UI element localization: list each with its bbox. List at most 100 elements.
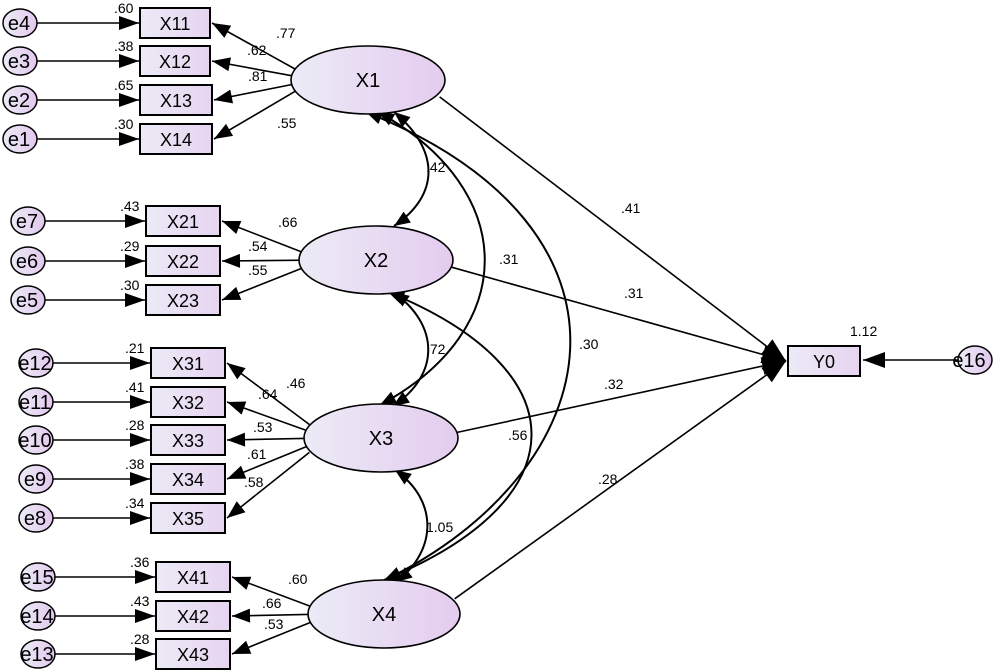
- indicator-box-x33: [150, 424, 226, 456]
- loading-label-x32: .64: [258, 386, 278, 402]
- loading-label-x11: .77: [276, 25, 296, 41]
- indicator-box-x31: [150, 347, 226, 379]
- error-node-e2: [2, 85, 38, 115]
- indicator-box-x32: [150, 386, 226, 418]
- path-arrow-x4-y0: [454, 360, 787, 600]
- latent-node-x1: [290, 45, 446, 115]
- loading-label-x14: .55: [277, 115, 297, 131]
- error-arrow-e2-head: [119, 93, 139, 107]
- indicator-label-x22: X22: [167, 252, 199, 272]
- indicator-r2-x14: .30: [114, 116, 134, 132]
- indicator-box-x22: [145, 245, 221, 277]
- loading-label-x42: .66: [262, 595, 282, 611]
- loading-label-x23: .55: [248, 262, 268, 278]
- outcome-r2-y0: 1.12: [850, 323, 877, 339]
- indicator-r2-x12: .38: [114, 38, 134, 54]
- error-node-e12: [18, 348, 54, 378]
- error-node-e4: [2, 8, 38, 38]
- indicator-r2-x31: .21: [125, 340, 145, 356]
- path-arrow-x1-y0: [439, 96, 787, 362]
- covariance-label-x1-x4: .30: [579, 336, 599, 352]
- indicator-box-x13: [139, 84, 213, 116]
- covariance-head-start-x1-x3: [378, 112, 396, 126]
- loading-arrow-x13-head: [214, 89, 234, 104]
- error-node-e6: [10, 246, 46, 276]
- covariance-arc-x2-x4: [383, 291, 533, 581]
- error-label-e13: e13: [20, 644, 53, 666]
- indicator-r2-x32: .41: [125, 379, 145, 395]
- outcome-label-y0: Y0: [813, 352, 835, 372]
- loading-arrow-x35-head: [227, 501, 246, 518]
- latent-label-x1: X1: [356, 70, 380, 92]
- error-label-e3: e3: [8, 51, 30, 73]
- error-label-e7: e7: [16, 211, 38, 233]
- indicator-box-x41: [155, 561, 231, 593]
- error-arrow-e9-head: [130, 472, 150, 486]
- latent-label-x3: X3: [369, 428, 393, 450]
- error-arrow-e4-head: [119, 16, 139, 30]
- error-label-e4: e4: [8, 13, 30, 35]
- covariance-label-x2-x3: .72: [426, 341, 446, 357]
- indicator-label-x35: X35: [172, 509, 204, 529]
- indicator-label-x42: X42: [177, 607, 209, 627]
- error-label-e12: e12: [18, 353, 51, 375]
- indicator-box-x42: [155, 600, 231, 632]
- error-label-e9: e9: [24, 469, 46, 491]
- indicator-r2-x23: .30: [120, 277, 140, 293]
- error-node-e9: [18, 464, 54, 494]
- error-arrow-e13-head: [135, 647, 155, 661]
- loading-label-x41: .60: [288, 571, 308, 587]
- covariance-arc-x2-x3: [392, 291, 430, 407]
- loading-arrow-x41-head: [232, 576, 252, 590]
- indicator-label-x31: X31: [172, 354, 204, 374]
- covariance-label-x1-x3: .31: [499, 251, 519, 267]
- loading-arrow-x43-head: [232, 640, 252, 654]
- path-label-x4-y0: .28: [598, 471, 618, 487]
- path-label-x1-y0: .41: [621, 200, 641, 216]
- covariance-head-start-x1-x4: [366, 111, 384, 124]
- latent-label-x4: X4: [372, 604, 396, 626]
- covariance-label-x2-x4: .56: [508, 427, 528, 443]
- error-arrow-e7-head: [125, 214, 145, 228]
- error-label-e16: e16: [952, 350, 985, 372]
- node-layer: [2, 7, 993, 670]
- path-arrow-x4-y0-head: [761, 361, 786, 383]
- loading-arrow-x22-head: [222, 253, 241, 268]
- path-label-x3-y0: .32: [604, 376, 624, 392]
- indicator-box-x35: [150, 502, 226, 534]
- indicator-r2-x22: .29: [120, 238, 140, 254]
- loading-arrow-x31-head: [227, 363, 246, 380]
- indicator-label-x21: X21: [167, 212, 199, 232]
- error-label-e8: e8: [24, 508, 46, 530]
- error-node-e11: [18, 387, 54, 417]
- error-label-e10: e10: [18, 430, 51, 452]
- indicator-r2-x11: .60: [114, 0, 134, 16]
- indicator-label-x32: X32: [172, 393, 204, 413]
- loading-arrow-x21-head: [222, 220, 242, 235]
- latent-label-x2: X2: [364, 250, 388, 272]
- covariance-head-start-x3-x4: [395, 470, 412, 485]
- indicator-box-x14: [139, 123, 213, 155]
- loading-label-x43: .53: [264, 616, 284, 632]
- error-arrow-e10-head: [130, 433, 150, 447]
- indicator-label-x23: X23: [167, 291, 199, 311]
- loading-arrow-x32-head: [227, 401, 247, 415]
- indicator-r2-x35: .34: [125, 495, 145, 511]
- error-node-e16: [957, 345, 993, 375]
- error-node-e13: [20, 639, 56, 669]
- loading-arrow-x34-head: [227, 465, 247, 479]
- covariance-label-x1-x2: .42: [426, 159, 446, 175]
- error-node-e1: [2, 124, 38, 154]
- path-layer: [37, 16, 958, 661]
- error-node-e10: [18, 425, 54, 455]
- error-label-e1: e1: [8, 129, 30, 151]
- indicator-box-x43: [155, 638, 231, 670]
- indicator-box-x21: [145, 205, 221, 237]
- indicator-label-x43: X43: [177, 645, 209, 665]
- error-arrow-e5-head: [125, 293, 145, 307]
- error-node-e5: [10, 285, 46, 315]
- covariance-arc-x1-x2: [393, 111, 430, 227]
- covariance-head-start-x1-x2: [394, 112, 411, 128]
- loading-label-x33: .53: [253, 419, 273, 435]
